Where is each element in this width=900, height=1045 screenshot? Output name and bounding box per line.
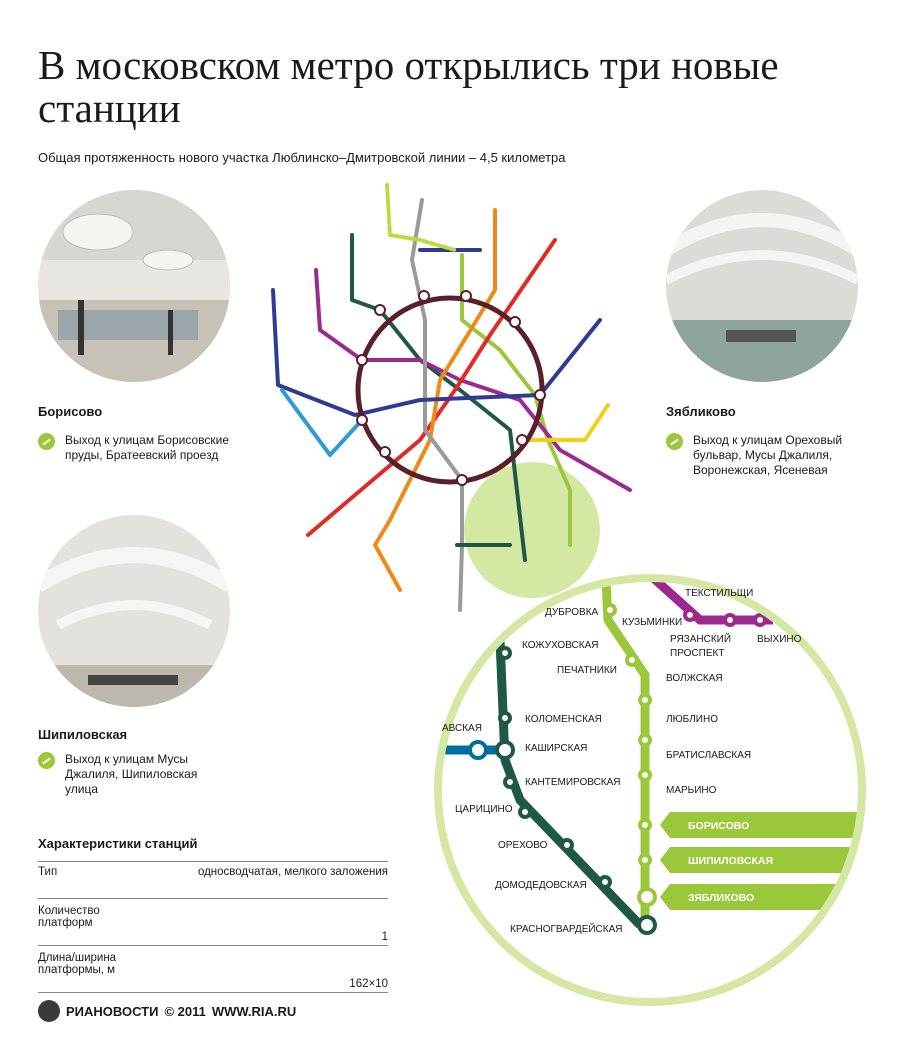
table-row: Тип односводчатая, мелкого заложения bbox=[38, 861, 388, 898]
line-red bbox=[306, 238, 557, 537]
page-title: В московском метро открылись три новые с… bbox=[38, 42, 779, 131]
station-name-borisovo: Борисово bbox=[38, 404, 103, 419]
shipilovskaya-photo bbox=[38, 515, 230, 707]
copyright: © 2011 bbox=[164, 1003, 206, 1019]
station-name-zyablikovo: Зябликово bbox=[666, 404, 736, 419]
ring-station bbox=[516, 434, 528, 446]
label-borisovo: БОРИСОВО bbox=[688, 820, 749, 832]
label-orekhovo: ОРЕХОВО bbox=[498, 840, 548, 851]
exit-icon bbox=[666, 433, 683, 450]
label-pechatniki: ПЕЧАТНИКИ bbox=[557, 665, 617, 676]
line-extension-north bbox=[385, 183, 457, 252]
ring-station bbox=[374, 304, 386, 316]
label-maryino: МАРЬИНО bbox=[666, 785, 717, 796]
label-zyablikovo: ЗЯБЛИКОВО bbox=[688, 892, 754, 904]
label-domodedovskaya: ДОМОДЕДОВСКАЯ bbox=[495, 880, 587, 891]
label-krasnogvardeyskaya: КРАСНОГВАРДЕЙСКАЯ bbox=[510, 922, 623, 935]
site-url[interactable]: WWW.RIA.RU bbox=[211, 1003, 297, 1019]
label-vykhino: ВЫХИНО bbox=[757, 634, 802, 645]
exit-icon bbox=[38, 752, 55, 769]
ria-logo-icon bbox=[38, 1000, 60, 1022]
highlight-zone bbox=[464, 462, 600, 598]
label-lyublino: ЛЮБЛИНО bbox=[666, 714, 718, 725]
label-prospekt: ПРОСПЕКТ bbox=[670, 648, 724, 659]
line-yellow bbox=[526, 403, 610, 442]
label-kuzminki: КУЗЬМИНКИ bbox=[622, 617, 682, 628]
page-subtitle: Общая протяженность нового участка Любли… bbox=[38, 150, 566, 165]
ring-station bbox=[509, 316, 521, 328]
line-blue bbox=[271, 288, 602, 417]
label-kashirskaya: КАШИРСКАЯ bbox=[525, 743, 587, 754]
label-avskaya: АВСКАЯ bbox=[442, 723, 482, 734]
label-bratislavskaya: БРАТИСЛАВСКАЯ bbox=[666, 750, 751, 761]
specs-title: Характеристики станций bbox=[38, 836, 198, 851]
ring-station bbox=[356, 354, 368, 366]
label-kantemirovskaya: КАНТЕМИРОВСКАЯ bbox=[525, 777, 621, 788]
ring-station bbox=[356, 414, 368, 426]
borisovo-photo bbox=[38, 190, 230, 382]
exit-icon bbox=[38, 433, 55, 450]
label-kozhukhovskaya: КОЖУХОВСКАЯ bbox=[522, 640, 598, 651]
new-station-tags bbox=[660, 812, 858, 910]
ring-station bbox=[456, 474, 468, 486]
ring-station bbox=[418, 290, 430, 302]
label-kolomenskaya: КОЛОМЕНСКАЯ bbox=[525, 714, 602, 725]
label-volzhskaya: ВОЛЖСКАЯ bbox=[666, 673, 723, 684]
ring-station bbox=[460, 290, 472, 302]
station-specs-table: Характеристики станций Тип односводчатая… bbox=[38, 836, 388, 993]
table-row: Длина/ширина платформы, м 162×10 bbox=[38, 945, 388, 993]
label-dubrovka: ДУБРОВКА bbox=[545, 607, 599, 618]
ring-station bbox=[379, 446, 391, 458]
footer: РИАНОВОСТИ © 2011 WWW.RIA.RU bbox=[38, 1000, 296, 1022]
line-lightblue bbox=[280, 388, 364, 457]
ring-station bbox=[534, 389, 546, 401]
label-tekstilshchiki: ТЕКСТИЛЬЩИ bbox=[685, 588, 753, 599]
label-ryazansky: РЯЗАНСКИЙ bbox=[670, 632, 731, 645]
inset-labels: ДУБРОВКА КОЖУХОВСКАЯ ПЕЧАТНИКИ КОЛОМЕНСК… bbox=[442, 588, 802, 935]
station-name-shipilovskaya: Шипиловская bbox=[38, 727, 128, 742]
brand-name: РИАНОВОСТИ bbox=[66, 1003, 159, 1019]
zyablikovo-photo bbox=[666, 190, 858, 382]
table-row: Количество платформ 1 bbox=[38, 898, 388, 945]
label-shipilovskaya: ШИПИЛОВСКАЯ bbox=[688, 855, 773, 867]
inset-line-light-green bbox=[600, 582, 650, 925]
label-tsaritsino: ЦАРИЦИНО bbox=[455, 804, 513, 815]
